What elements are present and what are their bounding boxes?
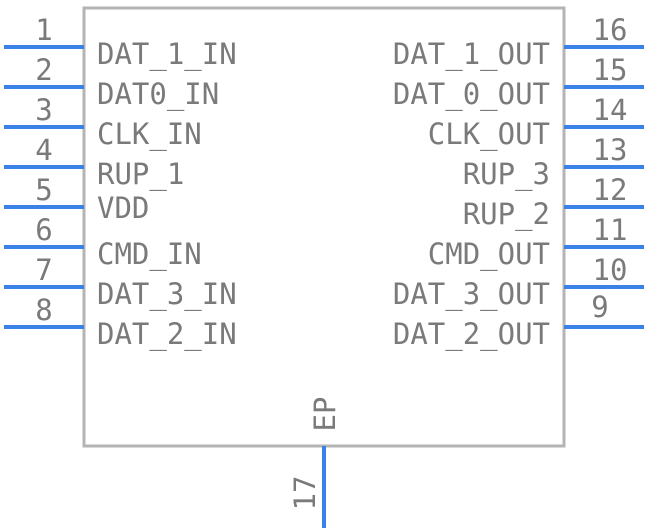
left-pin: 6 CMD_IN	[4, 213, 202, 272]
left-pin: 1 DAT_1_IN	[4, 13, 237, 72]
pin-number: 16	[593, 13, 628, 47]
right-pin: 13 RUP_3	[463, 133, 644, 192]
pin-number: 2	[35, 53, 52, 87]
left-pin: 4 RUP_1	[4, 133, 184, 192]
pin-number: 9	[591, 290, 608, 324]
pin-number: 11	[593, 213, 628, 247]
pin-number: 7	[35, 253, 52, 287]
pin-number: 4	[35, 133, 52, 167]
left-pin: 5 VDD	[4, 173, 149, 225]
right-pin: 11 CMD_OUT	[428, 213, 644, 272]
pin-number: 17	[288, 476, 322, 511]
pin-name: CMD_IN	[97, 237, 202, 272]
pin-name: DAT_3_OUT	[393, 277, 550, 312]
left-pin: 3 CLK_IN	[4, 93, 202, 152]
left-pin: 8 DAT_2_IN	[4, 293, 237, 352]
pin-name: DAT0_IN	[97, 77, 219, 112]
left-pin: 7 DAT_3_IN	[4, 253, 237, 312]
pin-number: 14	[593, 93, 628, 127]
right-pin: 12 RUP_2	[463, 173, 644, 232]
pin-name: RUP_3	[463, 157, 550, 192]
left-pins: 1 DAT_1_IN 2 DAT0_IN 3 CLK_IN 4 RUP_1 5 …	[4, 13, 237, 352]
pin-number: 1	[35, 13, 52, 47]
pin-name: EP	[308, 397, 342, 432]
pin-number: 12	[593, 173, 628, 207]
pin-name: RUP_2	[463, 197, 550, 232]
left-pin: 2 DAT0_IN	[4, 53, 219, 112]
pin-name: CMD_OUT	[428, 237, 550, 272]
pin-name: DAT_1_IN	[97, 37, 237, 72]
pin-name: CLK_IN	[97, 117, 202, 152]
pin-name: DAT_2_IN	[97, 317, 237, 352]
pin-name: DAT_2_OUT	[393, 317, 550, 352]
right-pin: 16 DAT_1_OUT	[393, 13, 644, 72]
right-pin: 9 DAT_2_OUT	[393, 290, 644, 352]
pin-number: 6	[35, 213, 52, 247]
pin-name: RUP_1	[97, 157, 184, 192]
right-pin: 15 DAT_0_OUT	[393, 53, 644, 112]
right-pin: 14 CLK_OUT	[428, 93, 644, 152]
pin-number: 13	[593, 133, 628, 167]
right-pins: 16 DAT_1_OUT 15 DAT_0_OUT 14 CLK_OUT 13 …	[393, 13, 644, 352]
right-pin: 10 DAT_3_OUT	[393, 253, 644, 312]
pin-name: DAT_1_OUT	[393, 37, 550, 72]
pin-number: 3	[35, 93, 52, 127]
bottom-pin: 17 EP	[288, 397, 342, 528]
pin-number: 8	[35, 293, 52, 327]
component-body	[82, 6, 566, 448]
pin-name: CLK_OUT	[428, 117, 550, 152]
pin-name: DAT_3_IN	[97, 277, 237, 312]
pin-name: VDD	[97, 191, 149, 225]
pin-number: 5	[35, 173, 52, 207]
pin-name: DAT_0_OUT	[393, 77, 550, 112]
pin-number: 15	[593, 53, 628, 87]
pin-number: 10	[593, 253, 628, 287]
